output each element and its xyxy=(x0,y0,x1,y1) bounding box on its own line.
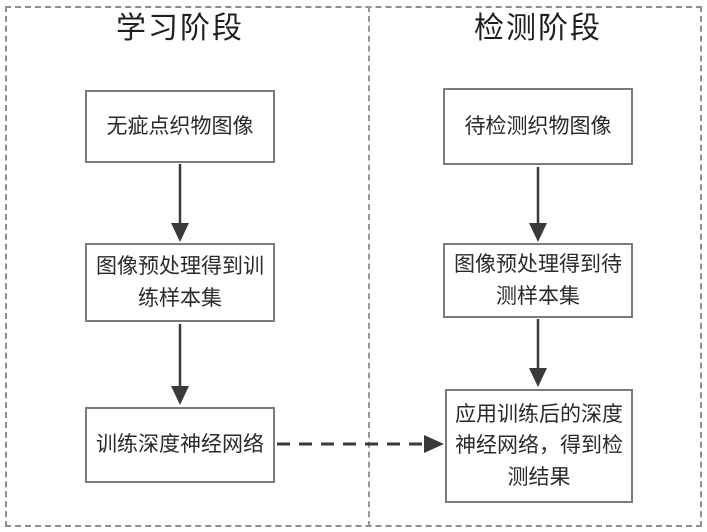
learning-phase-title: 学习阶段 xyxy=(116,12,244,45)
node-label: 待检测织物图像 xyxy=(464,113,612,138)
node-label: 无疵点织物图像 xyxy=(106,113,254,138)
detection-phase-title: 检测阶段 xyxy=(474,12,602,45)
node-label: 图像预处理得到待 测样本集 xyxy=(454,252,622,308)
node-preprocess-training-sample-set: 图像预处理得到训 练样本集 xyxy=(85,243,275,322)
node-preprocess-test-sample-set: 图像预处理得到待 测样本集 xyxy=(443,243,633,318)
node-defect-free-fabric-image: 无疵点织物图像 xyxy=(85,90,275,163)
node-label: 图像预处理得到训 练样本集 xyxy=(96,254,264,310)
node-apply-trained-network-get-results: 应用训练后的深度 神经网络，得到检 测结果 xyxy=(445,389,633,503)
node-train-deep-neural-network: 训练深度神经网络 xyxy=(85,407,275,483)
node-fabric-image-to-detect: 待检测织物图像 xyxy=(443,88,633,165)
node-label: 训练深度神经网络 xyxy=(96,432,264,457)
outer-dashed-border xyxy=(5,6,702,527)
phase-divider-line xyxy=(368,6,370,527)
node-label: 应用训练后的深度 神经网络，得到检 测结果 xyxy=(455,401,623,489)
